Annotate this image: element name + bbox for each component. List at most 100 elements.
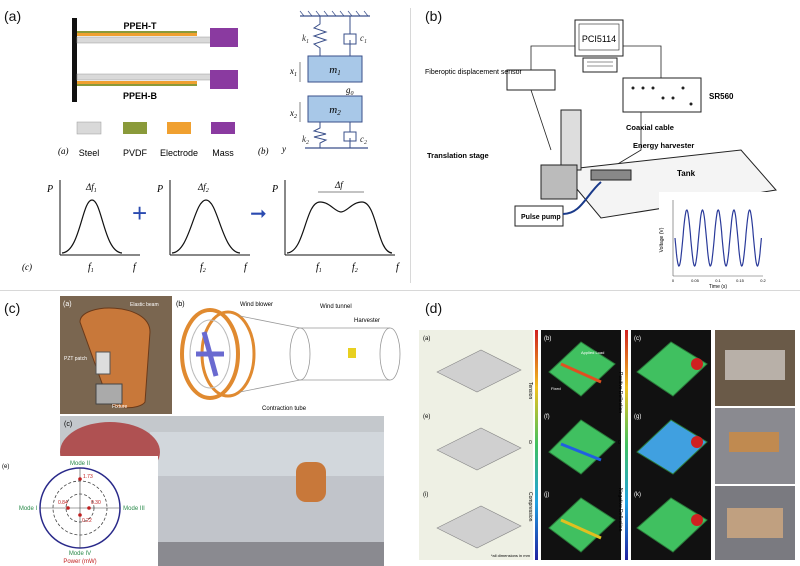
- translation-stage: [560, 109, 582, 171]
- panel-a-figure: PPEH-T PPEH-B (a) (b) (c) Steel PVDF Ele…: [22, 10, 400, 274]
- inset-ylabel: Voltage (V): [659, 227, 665, 252]
- spring-k2: [312, 122, 328, 148]
- computer-label: PCI5114: [582, 34, 616, 44]
- legend-electrode-swatch: [167, 122, 191, 134]
- pvdf-bottom: [77, 84, 197, 86]
- photo-sub-c: (c): [64, 421, 72, 428]
- sim-label-f: (f): [544, 414, 550, 420]
- panel-b-figure: PCI5114 Fiberoptic displacement sensor S…: [425, 19, 777, 290]
- fixed-label: Fixed: [551, 386, 561, 391]
- arrow-operator: ➞: [250, 203, 267, 225]
- plot2-tick: f2: [200, 262, 206, 274]
- sim2-label-g: (g): [634, 414, 641, 420]
- pump-label: Pulse pump: [521, 214, 561, 221]
- panel-a-label: (a): [4, 8, 22, 24]
- c1-label: c1: [360, 33, 367, 45]
- sensor-label: Fiberoptic displacement sensor: [425, 69, 523, 76]
- elastic-beam-label: Elastic beam: [130, 302, 159, 308]
- panel-b: (b) PCI5114 Fiberoptic displacement sens…: [411, 0, 800, 290]
- panel-d: (d) (a) (e) (i) *all dimensions in mm Te…: [411, 292, 800, 566]
- inset-xlabel: Time (s): [709, 284, 727, 290]
- panel-b-label: (b): [425, 8, 443, 24]
- spring-k1: [312, 16, 328, 56]
- stage-label: Translation stage: [427, 151, 489, 160]
- sim2-label-k: (k): [634, 492, 641, 498]
- sub-a-label: (a): [58, 146, 69, 156]
- inset-xtick-3: 0.15: [736, 278, 745, 283]
- colorbar-stress: [535, 330, 538, 560]
- wind-blower-label: Wind blower: [240, 302, 273, 308]
- mode-iii-label: Mode III: [123, 506, 145, 512]
- panel-a: (a) PPEH-T PPEH-B (a) (b) (c) Steel PVDF…: [0, 0, 410, 285]
- plot3-tick1: f1: [316, 262, 322, 274]
- deflection-sims: [631, 330, 711, 560]
- x1-label: x1: [289, 66, 297, 78]
- cad-models: [436, 349, 522, 549]
- computer: PCI5114: [574, 19, 624, 73]
- material-legend: Steel PVDF Electrode Mass: [76, 121, 235, 158]
- sr560-box: [622, 77, 702, 113]
- mass-m2: [307, 95, 363, 123]
- bar2-mid: 0: [618, 440, 621, 446]
- bar1-bottom: Compression: [527, 492, 533, 522]
- legend-steel-swatch: [76, 121, 102, 135]
- c2-label: c2: [360, 134, 367, 146]
- m2-label: m2: [329, 104, 341, 117]
- sub-b-label: (b): [258, 146, 269, 156]
- applied-load-label: Applied Load: [581, 350, 604, 355]
- legend-pvdf: PVDF: [123, 148, 148, 158]
- spring-mass-diagram: k1 c1 m1 x1 g0 m2 x2 k2 c2 y: [281, 10, 370, 154]
- panel-d-figure: (a) (e) (i) *all dimensions in mm Tensio…: [419, 330, 795, 560]
- plot2-ylabel: P: [156, 184, 163, 195]
- tank-label: Tank: [677, 169, 696, 178]
- voltage-inset: Voltage (V) Time (s) 0 0.05 0.1 0.15 0.2: [659, 192, 769, 290]
- ppeh-b-label: PPEH-B: [123, 91, 158, 101]
- panel-c-figure: (a) Elastic beam PZT patch Fixture (b) W…: [0, 296, 410, 566]
- polar-value-i: 0.84: [58, 500, 68, 506]
- legend-mass-swatch: [211, 122, 235, 134]
- tunnel-sub-b: (b): [176, 301, 185, 308]
- g0-label: g0: [346, 85, 354, 97]
- energy-harvester: [590, 169, 632, 181]
- sr560-label: SR560: [709, 92, 734, 101]
- plot3-ylabel: P: [271, 184, 278, 195]
- polar-plot: (e) Mode II Mode I Mode III Mode IV Powe…: [0, 456, 158, 566]
- polar-value-iv: 0.22: [82, 518, 92, 524]
- bar2-bottom: Negative Deflection: [617, 488, 623, 532]
- mode-ii-label: Mode II: [70, 461, 90, 467]
- cad-label-i: (i): [423, 492, 428, 498]
- voltage-signal: [674, 209, 762, 267]
- freq-plot-1: P f f1 Δf1: [46, 180, 140, 274]
- bar2-top: Positive Deflection: [617, 372, 623, 413]
- harvester-label-c: Harvester: [354, 318, 380, 324]
- pulse-pump: [514, 205, 564, 227]
- sim-label-b: (b): [544, 336, 551, 342]
- panel-c-label: (c): [4, 300, 21, 316]
- x2-label: x2: [289, 108, 297, 120]
- wind-tunnel-drawing: (b) Wind blower Wind tunnel Harvester Co…: [174, 296, 410, 414]
- mass-top: [210, 28, 238, 47]
- plot3-band: Δf: [334, 180, 344, 190]
- mode-iv-label: Mode IV: [69, 551, 91, 557]
- pzt-patch-label: PZT patch: [64, 356, 87, 362]
- tank: [560, 149, 777, 219]
- plot1-band: Δf1: [85, 182, 97, 194]
- legend-electrode: Electrode: [160, 148, 198, 158]
- polar-value-iii: 0.30: [91, 500, 101, 506]
- harvester-label: Energy harvester: [633, 141, 694, 150]
- photo-sub-a: (a): [63, 301, 72, 308]
- device-photos: [715, 330, 795, 560]
- k1-label: k1: [302, 33, 309, 45]
- polar-value-ii: 1.73: [83, 474, 93, 480]
- plot1-ylabel: P: [46, 184, 53, 195]
- plot1-tick: f1: [88, 262, 94, 274]
- mass-bottom: [210, 70, 238, 89]
- cad-label-e: (e): [423, 414, 430, 420]
- k2-label: k2: [302, 134, 309, 146]
- plot3-tick2: f2: [352, 262, 358, 274]
- harvester-mark: [348, 348, 356, 358]
- legend-steel: Steel: [79, 148, 100, 158]
- electrode-top: [77, 33, 197, 36]
- freq-plot-2: P f f2 Δf2: [156, 180, 250, 274]
- contraction-tube-label: Contraction tube: [262, 406, 307, 412]
